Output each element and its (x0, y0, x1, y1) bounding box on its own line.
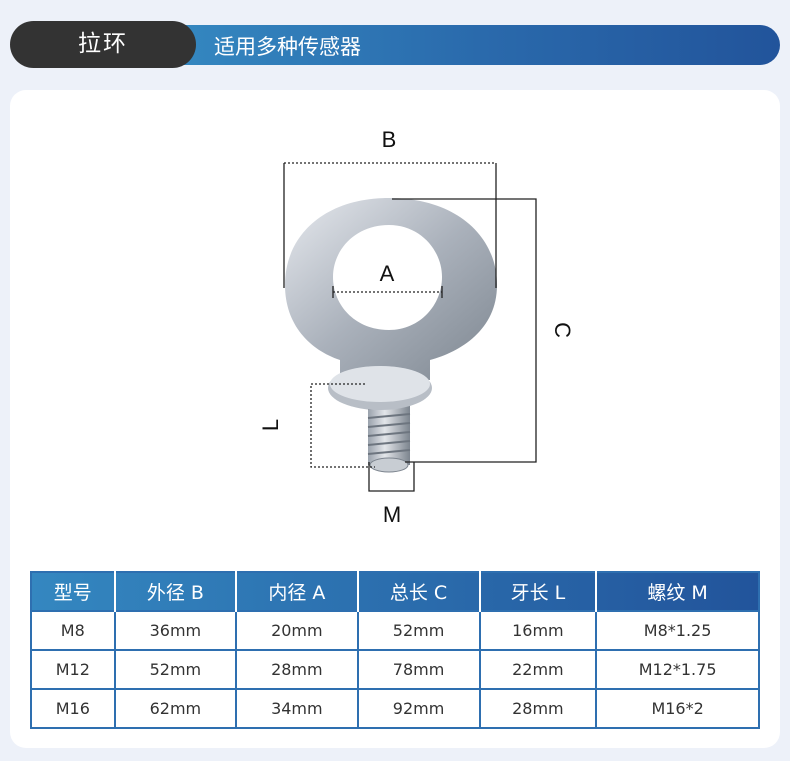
label-m: M (383, 502, 401, 527)
col-header: 型号 (31, 572, 116, 611)
table-cell: M16 (30, 688, 116, 729)
col-header: 外径 B (114, 572, 238, 611)
table-cell: M8 (30, 610, 116, 651)
table-cell: 34mm (235, 688, 359, 729)
table-cell: M12 (30, 649, 116, 690)
subtitle: 适用多种传感器 (214, 35, 361, 59)
table-cell: M12*1.75 (595, 649, 760, 690)
table-cell: 16mm (478, 610, 598, 651)
eye-bolt-image (285, 198, 497, 473)
col-header: 牙长 L (479, 572, 598, 611)
subtitle-bar: 适用多种传感器 (180, 25, 780, 65)
table-cell: 92mm (356, 688, 481, 729)
table-cell: 78mm (356, 649, 481, 690)
col-header: 螺纹 M (647, 582, 708, 604)
table-cell: 22mm (478, 649, 598, 690)
table-cell: 62mm (113, 688, 238, 729)
col-header: 内径 A (236, 572, 359, 611)
col-header: 总长 C (357, 572, 481, 611)
table-cell: 52mm (113, 649, 238, 690)
table-cell: 20mm (235, 610, 359, 651)
table-cell: 52mm (356, 610, 481, 651)
label-b: B (382, 127, 397, 152)
title-pill: 拉环 (10, 21, 196, 68)
label-c: C (550, 322, 575, 338)
table-cell: M8*1.25 (595, 610, 760, 651)
label-l: L (258, 419, 283, 431)
table-cell: 28mm (478, 688, 598, 729)
table-cell: 28mm (235, 649, 359, 690)
table-cell: 36mm (113, 610, 238, 651)
label-a: A (380, 261, 395, 286)
table-cell: M16*2 (595, 688, 760, 729)
